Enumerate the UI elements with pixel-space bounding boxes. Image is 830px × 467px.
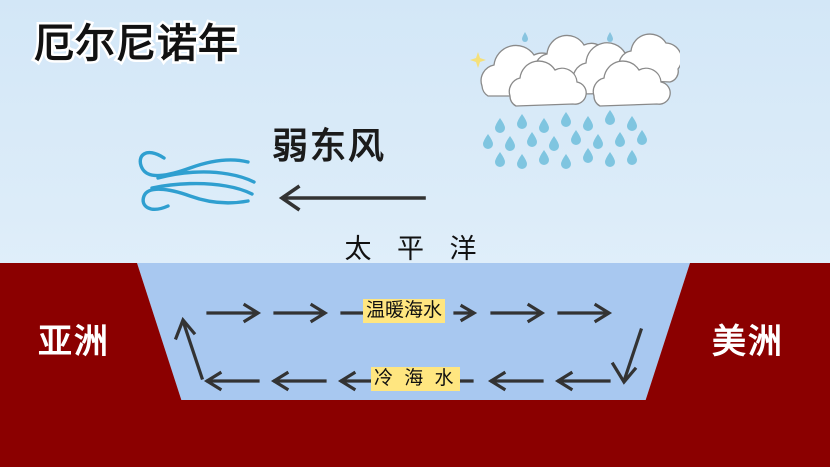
left-landmass — [0, 263, 182, 402]
right-landmass-label: 美洲 — [712, 323, 784, 361]
wind-label: 弱东风 — [272, 125, 387, 166]
ocean-basin-scene — [0, 263, 830, 467]
downwelling-arrow — [610, 327, 644, 385]
rain-cloud-icon — [470, 32, 680, 169]
wind-direction-arrow — [278, 184, 426, 212]
left-landmass-label: 亚洲 — [38, 323, 110, 361]
wind-swoosh-icon — [138, 151, 256, 211]
page-title: 厄尔尼诺年 — [32, 22, 241, 67]
right-landmass — [645, 263, 830, 402]
upwelling-arrow — [173, 316, 205, 381]
ocean-water — [137, 263, 690, 402]
cold-water-label: 冷 海 水 — [371, 367, 460, 391]
warm-water-label: 温暖海水 — [363, 299, 446, 323]
surface-current-arrows — [206, 302, 613, 324]
ocean-name-label: 太 平 洋 — [344, 234, 486, 264]
seafloor — [0, 400, 830, 467]
